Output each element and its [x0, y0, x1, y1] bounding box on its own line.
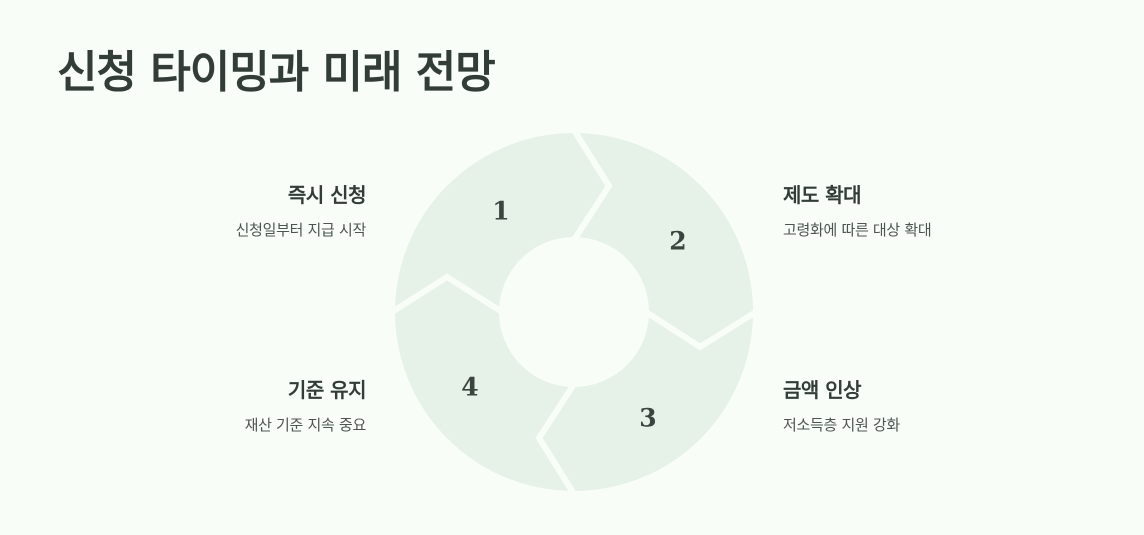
step-4-desc: 재산 기준 지속 중요: [244, 416, 367, 434]
segment-number-2: 2: [669, 227, 686, 256]
cycle-segment-3: [535, 306, 760, 498]
step-3: 금액 인상 저소득층 지원 강화: [783, 377, 900, 435]
step-2: 제도 확대 고령화에 따른 대상 확대: [783, 182, 932, 240]
cycle-segment-2: [568, 126, 760, 351]
segment-number-4: 4: [461, 373, 478, 402]
step-2-desc: 고령화에 따른 대상 확대: [783, 221, 932, 239]
step-1-desc: 신청일부터 지급 시작: [235, 221, 367, 239]
cycle-segment-1: [388, 126, 613, 318]
step-1: 즉시 신청 신청일부터 지급 시작: [235, 182, 367, 240]
cycle-segment-4: [388, 273, 580, 498]
step-2-title: 제도 확대: [783, 183, 862, 207]
step-3-desc: 저소득층 지원 강화: [783, 416, 900, 434]
segment-number-3: 3: [639, 404, 656, 433]
page-title: 신청 타이밍과 미래 전망: [57, 47, 496, 98]
step-1-title: 즉시 신청: [287, 183, 367, 207]
step-3-title: 금액 인상: [783, 378, 862, 402]
step-4-title: 기준 유지: [287, 378, 367, 402]
step-4: 기준 유지 재산 기준 지속 중요: [244, 377, 367, 435]
segment-number-1: 1: [492, 197, 509, 226]
